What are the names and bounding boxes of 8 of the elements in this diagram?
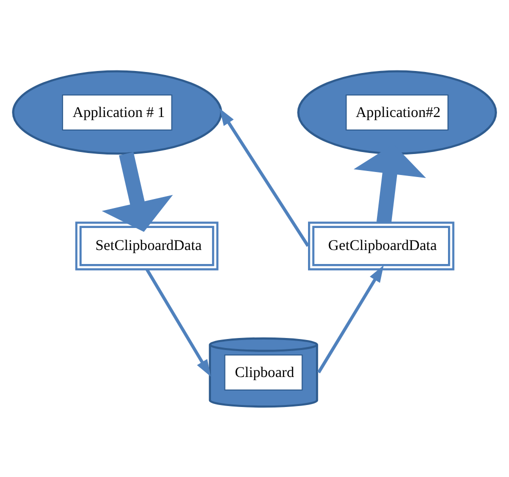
node-box: GetClipboardData (308, 221, 454, 270)
arrow (317, 264, 384, 373)
arrow (220, 108, 310, 246)
node-ellipse: Application # 1 (12, 70, 222, 154)
arrow (102, 152, 173, 232)
node-box: SetClipboardData (75, 221, 218, 270)
arrow (145, 268, 211, 376)
node-ellipse: Application#2 (297, 70, 497, 154)
